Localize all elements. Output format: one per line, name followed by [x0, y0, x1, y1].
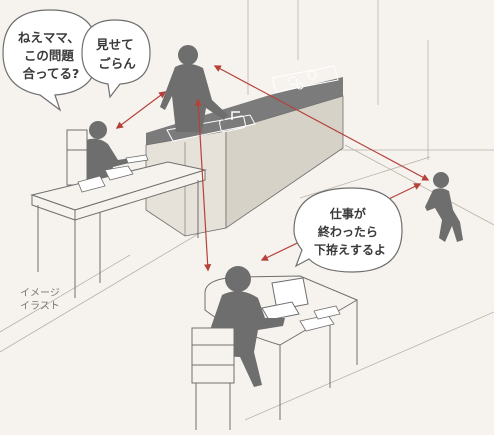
bubble-mother-line-1: 見せて — [95, 37, 134, 52]
speech-bubble-child-question: ねえママ、 この問題 合ってる? — [2, 9, 99, 112]
child-at-desk-silhouette — [82, 121, 130, 182]
work-papers — [299, 305, 341, 332]
bubble-parent-line-2: 終わったら — [318, 224, 378, 239]
bubble-child-line-2: この問題 — [24, 48, 75, 63]
arrow-mother-parent — [194, 98, 212, 272]
laptop-icon — [261, 277, 309, 321]
speech-bubble-mother-reply: 見せて ごらん — [81, 19, 151, 99]
child-chair — [66, 129, 88, 186]
caption-line-1: イメージ — [20, 288, 60, 299]
caption-line-2: イラスト — [20, 300, 60, 312]
svg-text:見せて ごらん: 見せて ごらん — [95, 37, 138, 71]
bubble-child-line-1: ねえママ、 — [18, 30, 80, 45]
image-caption: イメージ イラスト — [20, 288, 63, 312]
bubble-parent-line-3: 下拵えするよ — [314, 242, 386, 257]
speech-bubble-parent-promise: 仕事が 終わったら 下拵えするよ — [293, 187, 403, 273]
parent-silhouette — [210, 266, 285, 387]
bubble-parent-line-1: 仕事が — [329, 206, 366, 221]
mother-silhouette — [160, 45, 228, 132]
bubble-child-line-3: 合ってる? — [23, 66, 80, 81]
svg-text:ねえママ、 この問題 合ってる?: ねえママ、 この問題 合ってる? — [18, 30, 84, 81]
study-papers — [77, 154, 149, 193]
svg-text:仕事が 終わったら 下拵えするよ: 仕事が 終わったら 下拵えするよ — [314, 206, 386, 257]
toddler-silhouette — [425, 172, 463, 242]
arrow-child-mother — [115, 91, 167, 129]
bubble-mother-line-2: ごらん — [98, 56, 136, 71]
work-chair — [191, 327, 235, 430]
arrow-mother-toddler — [213, 65, 430, 181]
study-desk — [30, 161, 207, 298]
